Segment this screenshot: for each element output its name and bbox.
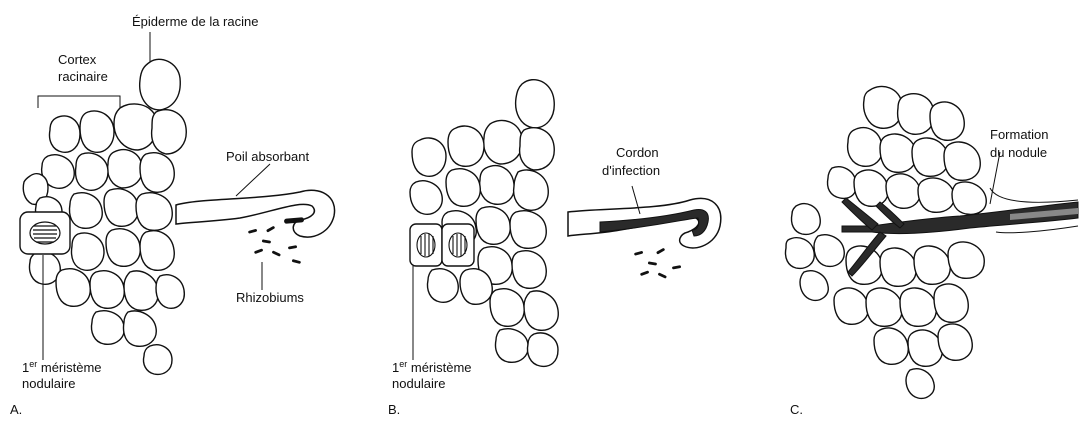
label-rhizobia: Rhizobiums [236,290,304,305]
label-nodule-1: Formation [990,127,1049,142]
cortex-cells-b [410,80,558,367]
meristem-b-word: méristème [407,360,471,375]
nodule-cells-c [785,86,986,398]
label-infection-1: Cordon [616,145,659,160]
panel-letter-a: A. [10,402,22,417]
meristem-b-sup: er [399,359,407,369]
label-infection-2: d'infection [602,163,660,178]
meristem-cells-b [410,224,474,266]
label-cortex-2: racinaire [58,69,108,84]
meristem-cell-a [20,212,70,254]
panel-b: Cordon d'infection 1er méristème nodulai… [388,80,721,417]
label-nodule-2: du nodule [990,145,1047,160]
label-root-hair: Poil absorbant [226,149,309,164]
label-epidermis: Épiderme de la racine [132,14,258,29]
panel-letter-c: C. [790,402,803,417]
label-meristem-a-1: 1er méristème [22,359,102,375]
meristem-b-prefix: 1 [392,360,399,375]
bracket-cortex [38,96,120,108]
panel-c: Formation du nodule C. [785,86,1078,417]
label-meristem-a-2: nodulaire [22,376,76,391]
root-surface-bottom [996,226,1078,233]
label-meristem-b-2: nodulaire [392,376,446,391]
rhizobia-b [634,248,681,279]
leader-root-hair [236,164,270,196]
meristem-a-sup: er [29,359,37,369]
label-meristem-b-1: 1er méristème [392,359,472,375]
label-cortex-1: Cortex [58,52,97,67]
meristem-a-word: méristème [37,360,101,375]
meristem-a-prefix: 1 [22,360,29,375]
panel-letter-b: B. [388,402,400,417]
root-surface-top [990,188,1078,202]
panel-a: Épiderme de la racine Cortex racinaire P… [10,14,335,417]
